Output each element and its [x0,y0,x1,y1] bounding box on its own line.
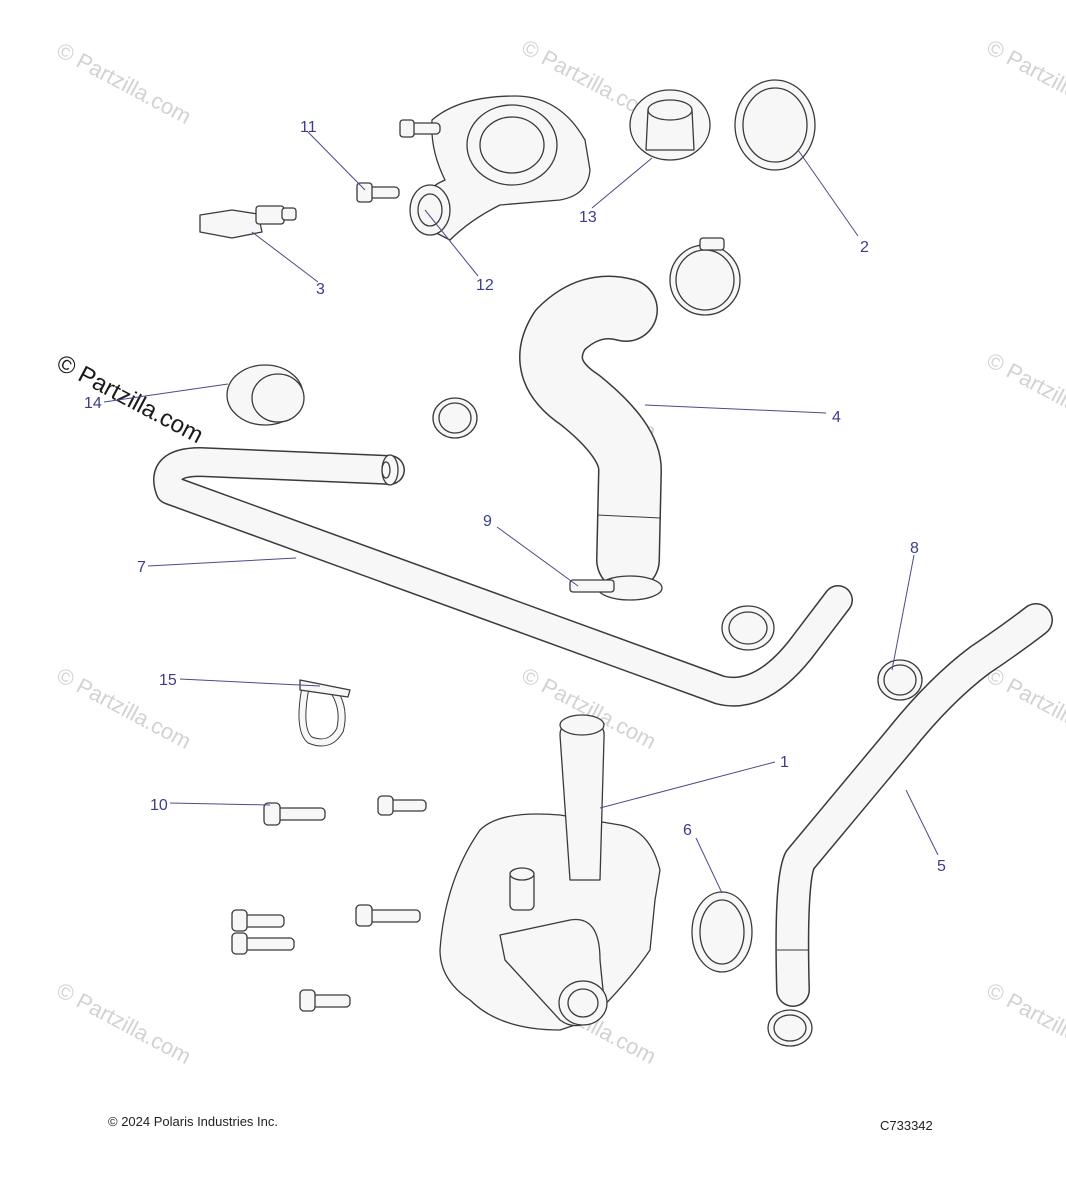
clamps [226,237,923,1047]
leader-lines [103,131,939,894]
callout-7: 7 [137,559,146,576]
part-6-seal-ring [691,891,753,973]
watermark: © Partzilla.com [53,37,196,129]
watermark: © Partzilla.com [983,347,1066,439]
callout-5: 5 [937,858,946,875]
callout-12: 12 [476,277,494,294]
callout-14: 14 [84,395,102,412]
part-13-thermostat [629,89,711,161]
diagram-code: C733342 [880,1118,933,1133]
part-7-hose [153,447,853,707]
part-2-seal-ring [734,79,816,171]
callout-6: 6 [683,822,692,839]
callout-11: 11 [300,119,317,136]
part-4-hose [519,275,662,592]
part-15-cable-tie [298,679,351,747]
part-5-hose [775,603,1053,1007]
callouts: 1 2 3 4 5 6 7 8 9 10 11 12 13 14 15 [84,119,946,875]
watermark: © Partzilla.com [53,977,196,1069]
callout-4: 4 [832,409,841,426]
copyright-text: © 2024 Polaris Industries Inc. [108,1114,278,1129]
part-3-sensor [199,205,297,239]
callout-1: 1 [780,754,789,771]
callout-9: 9 [483,513,492,530]
part-12-thermostat-housing [409,95,591,241]
part-10-bolts [231,795,427,1012]
callout-8: 8 [910,540,919,557]
watermark: © Partzilla.com [983,662,1066,754]
part-11-bolts [356,119,441,203]
callout-10: 10 [150,797,168,814]
callout-15: 15 [159,672,177,689]
callout-3: 3 [316,281,325,298]
part-1-water-pump [439,714,661,1031]
watermark: © Partzilla.com [983,977,1066,1069]
watermark: © Partzilla.com [983,34,1066,126]
callout-13: 13 [579,209,597,226]
callout-2: 2 [860,239,869,256]
watermark-prominent: © Partzilla.com [52,349,207,449]
